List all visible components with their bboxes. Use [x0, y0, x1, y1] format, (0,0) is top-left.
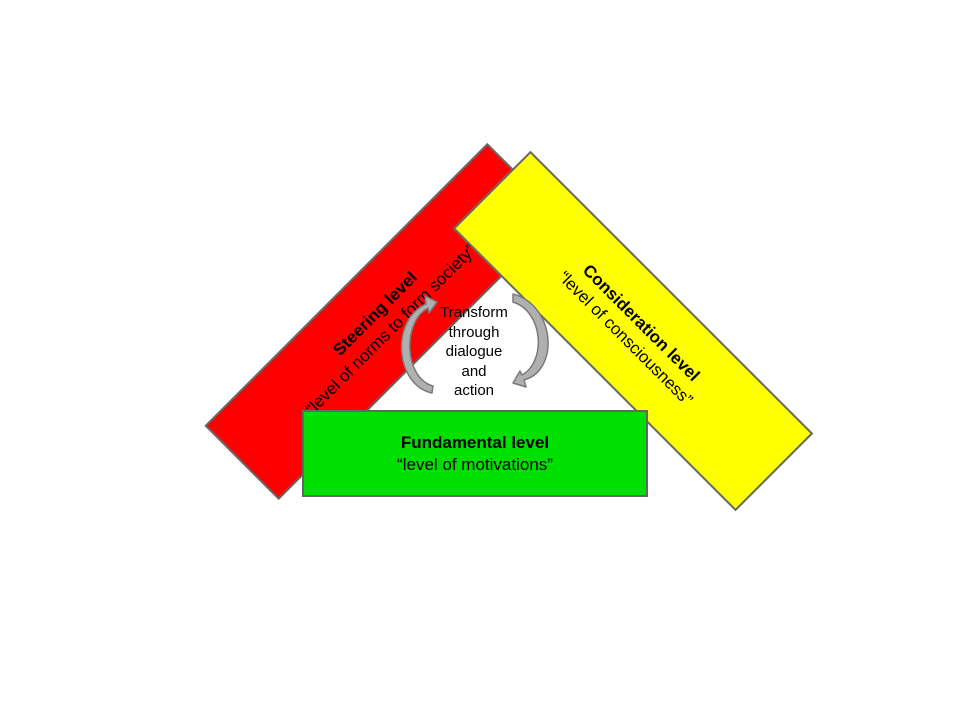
cycle-arrow-right-icon: [512, 293, 549, 388]
transform-cycle-label: Transform through dialogue and action: [424, 303, 524, 401]
fundamental-level-title: Fundamental level: [400, 432, 550, 452]
center-line-5: action: [453, 382, 495, 399]
cycle-arrow-left-icon: [400, 295, 438, 394]
fundamental-level-subtitle: “level of motivations”: [397, 454, 553, 474]
center-line-1: Transform: [440, 304, 508, 321]
fundamental-level-block: Fundamental level “level of motivations”: [302, 410, 648, 497]
center-line-3: dialogue: [445, 343, 503, 360]
center-line-4: and: [461, 362, 487, 380]
center-line-2: through: [448, 323, 500, 341]
